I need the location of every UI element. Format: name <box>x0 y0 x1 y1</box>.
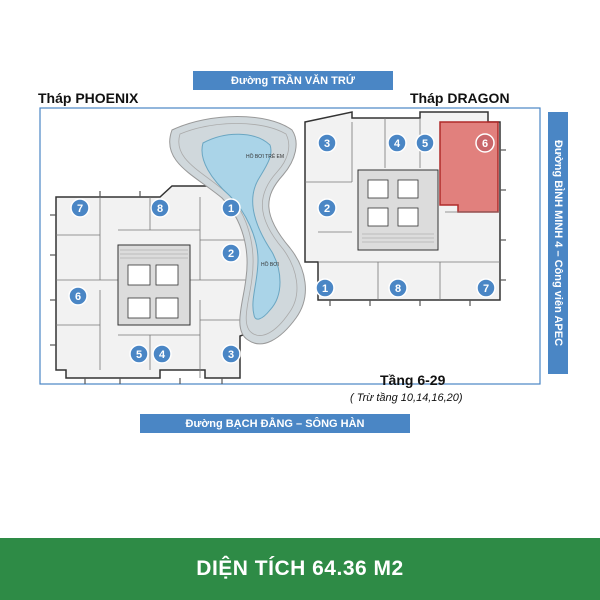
dragon-unit-marker[interactable] <box>317 198 337 218</box>
phoenix-unit-number: 3 <box>228 349 234 361</box>
dragon-unit-number: 6 <box>482 138 488 150</box>
pool-kids-label: HỒ BƠI TRẺ EM <box>246 153 284 160</box>
dragon-unit-markers: 3 4 5 6 2 1 8 7 <box>315 133 496 298</box>
phoenix-unit-number: 8 <box>157 203 163 215</box>
phoenix-unit-marker[interactable] <box>152 344 172 364</box>
area-footer: DIỆN TÍCH 64.36 M2 <box>0 538 600 600</box>
dragon-unit-marker[interactable] <box>476 278 496 298</box>
dragon-unit-number: 1 <box>322 283 328 295</box>
dragon-unit-marker[interactable] <box>388 278 408 298</box>
dragon-unit-number: 4 <box>394 138 401 150</box>
phoenix-unit-marker[interactable] <box>221 243 241 263</box>
floor-range-label: Tầng 6-29 <box>380 372 446 388</box>
phoenix-unit-marker[interactable] <box>221 198 241 218</box>
swimming-pool <box>169 116 306 345</box>
road-top-label: Đường TRẦN VĂN TRỨ <box>193 71 393 90</box>
tower-dragon-title: Tháp DRAGON <box>410 90 510 106</box>
tower-phoenix-title: Tháp PHOENIX <box>38 90 139 106</box>
dragon-unit-number: 3 <box>324 138 330 150</box>
dragon-unit-marker[interactable] <box>415 133 435 153</box>
phoenix-tower <box>50 185 271 384</box>
road-right-text: Đường BÌNH MINH 4 – Công viên APEC <box>552 139 564 347</box>
area-caption: DIỆN TÍCH 64.36 M2 <box>196 557 404 580</box>
phoenix-unit-markers: 7 8 1 2 6 5 4 3 <box>68 198 241 364</box>
phoenix-unit-marker[interactable] <box>129 344 149 364</box>
dragon-unit-number: 8 <box>395 283 401 295</box>
dragon-unit-marker[interactable] <box>315 278 335 298</box>
dragon-unit-number: 7 <box>483 283 489 295</box>
site-boundary <box>39 107 541 385</box>
phoenix-unit-number: 4 <box>159 349 166 361</box>
phoenix-unit-number: 2 <box>228 248 234 260</box>
dragon-tower <box>304 111 506 306</box>
road-bottom-label: Đường BẠCH ĐẰNG – SÔNG HÀN <box>140 414 410 433</box>
phoenix-unit-marker[interactable] <box>221 344 241 364</box>
phoenix-unit-number: 6 <box>75 291 81 303</box>
dragon-unit-marker[interactable] <box>475 133 495 153</box>
dragon-unit-marker[interactable] <box>317 133 337 153</box>
dragon-unit-number: 2 <box>324 203 330 215</box>
phoenix-unit-number: 1 <box>228 203 234 215</box>
road-right-label: Đường BÌNH MINH 4 – Công viên APEC <box>548 112 568 374</box>
phoenix-unit-number: 7 <box>77 203 83 215</box>
floor-exclusion-note: ( Trừ tầng 10,14,16,20) <box>350 392 463 404</box>
dragon-unit-marker[interactable] <box>387 133 407 153</box>
phoenix-unit-marker[interactable] <box>150 198 170 218</box>
phoenix-unit-number: 5 <box>136 349 142 361</box>
dragon-unit-number: 5 <box>422 138 428 150</box>
phoenix-unit-marker[interactable] <box>70 198 90 218</box>
pool-main-label: HỒ BƠI <box>261 261 279 268</box>
phoenix-unit-marker[interactable] <box>68 286 88 306</box>
